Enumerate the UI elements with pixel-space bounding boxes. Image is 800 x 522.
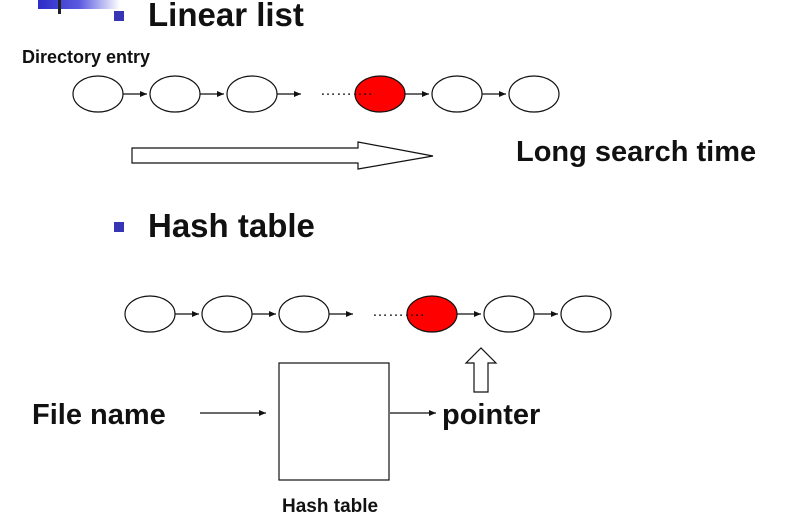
list-node <box>201 295 253 333</box>
hash-table-caption: Hash table <box>282 496 379 517</box>
heading-linear-list: Linear list <box>148 0 304 33</box>
long-search-time-label: Long search time <box>516 136 757 168</box>
list-node <box>124 295 176 333</box>
hash-ellipsis: ………. <box>372 303 424 320</box>
linear-ellipsis: ………. <box>320 82 372 99</box>
linear-list-chain <box>72 75 560 113</box>
list-node <box>149 75 201 113</box>
bullet-icon <box>114 222 124 232</box>
list-node <box>226 75 278 113</box>
list-node <box>72 75 124 113</box>
corner-tick <box>58 0 61 14</box>
bullet-icon <box>114 11 124 21</box>
pointer-label: pointer <box>442 399 541 431</box>
list-node <box>560 295 612 333</box>
corner-decoration <box>38 0 120 9</box>
list-node <box>431 75 483 113</box>
file-name-label: File name <box>32 399 166 431</box>
directory-entry-label: Directory entry <box>22 47 151 67</box>
hash-table-box <box>278 362 390 481</box>
hash-list-chain <box>124 295 612 333</box>
heading-hash-table: Hash table <box>148 207 315 244</box>
up-pointer-arrow <box>464 347 498 393</box>
list-node <box>508 75 560 113</box>
list-node <box>483 295 535 333</box>
list-node <box>278 295 330 333</box>
search-direction-arrow <box>131 141 434 170</box>
